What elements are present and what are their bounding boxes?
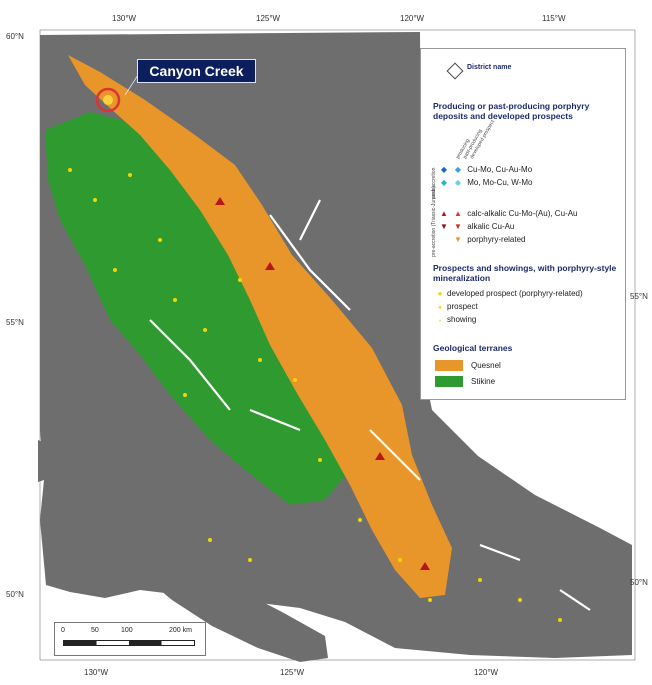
lon-bottom-120: 120°W [474, 668, 499, 677]
district-name-label: District name [467, 64, 512, 71]
stikine-label: Stikine [471, 377, 496, 386]
scale-bar: 0 50 100 200 km [54, 622, 206, 656]
lat-left-60: 60°N [6, 32, 24, 41]
haida-gwaii [38, 440, 52, 482]
lon-top-120: 120°W [400, 14, 425, 23]
district-name-icon [446, 62, 464, 80]
vancouver-island [148, 560, 328, 662]
map-legend: District name Producing or past-producin… [420, 48, 626, 400]
scale-label-50: 50 [91, 627, 99, 634]
rivers [149, 199, 591, 611]
producing-heading: Producing or past-producing porphyry dep… [433, 101, 590, 121]
lon-bottom-130: 130°W [84, 668, 109, 677]
scale-label-0: 0 [61, 627, 65, 634]
prospects-heading: Prospects and showings, with porphyry-st… [433, 263, 617, 283]
quesnel-terrane [68, 55, 452, 598]
quesnel-swatch [435, 360, 463, 371]
scale-graphic [63, 640, 195, 646]
lat-left-55: 55°N [6, 318, 24, 327]
scale-label-100: 100 [121, 627, 133, 634]
deposit-markers [215, 197, 430, 570]
scale-label-200: 200 km [169, 627, 192, 634]
prospect-item-prospect: ●prospect [438, 302, 478, 311]
prospect-dots [68, 168, 562, 622]
pre-item-porphyry-related: ▼ porphyry-related [454, 235, 526, 244]
prospect-item-developed: ●developed prospect (porphyry-related) [437, 289, 583, 298]
stikine-swatch [435, 376, 463, 387]
quesnel-label: Quesnel [471, 361, 501, 370]
lon-top-115: 115°W [542, 14, 566, 23]
post-item-cu-mo: ◆◆ Cu-Mo, Cu-Au-Mo [440, 165, 533, 174]
lon-top-125: 125°W [256, 14, 281, 23]
lat-right-50: 50°N [630, 578, 648, 587]
post-item-mo: ◆◆ Mo, Mo-Cu, W-Mo [440, 178, 533, 187]
pre-item-alkalic: ▼▼ alkalic Cu-Au [440, 222, 515, 231]
terranes-heading: Geological terranes [433, 343, 513, 353]
lat-right-55: 55°N [630, 292, 648, 301]
lon-top-130: 130°W [112, 14, 137, 23]
prospect-item-showing: ●showing [438, 315, 477, 324]
stikine-terrane [45, 112, 350, 505]
canyon-creek-label: Canyon Creek [137, 59, 256, 83]
lat-left-50: 50°N [6, 590, 24, 599]
canyon-creek-ring [95, 87, 121, 113]
pre-item-calc-alkalic: ▲▲ calc-alkalic Cu-Mo-(Au), Cu-Au [440, 209, 578, 218]
lon-bottom-125: 125°W [280, 668, 305, 677]
